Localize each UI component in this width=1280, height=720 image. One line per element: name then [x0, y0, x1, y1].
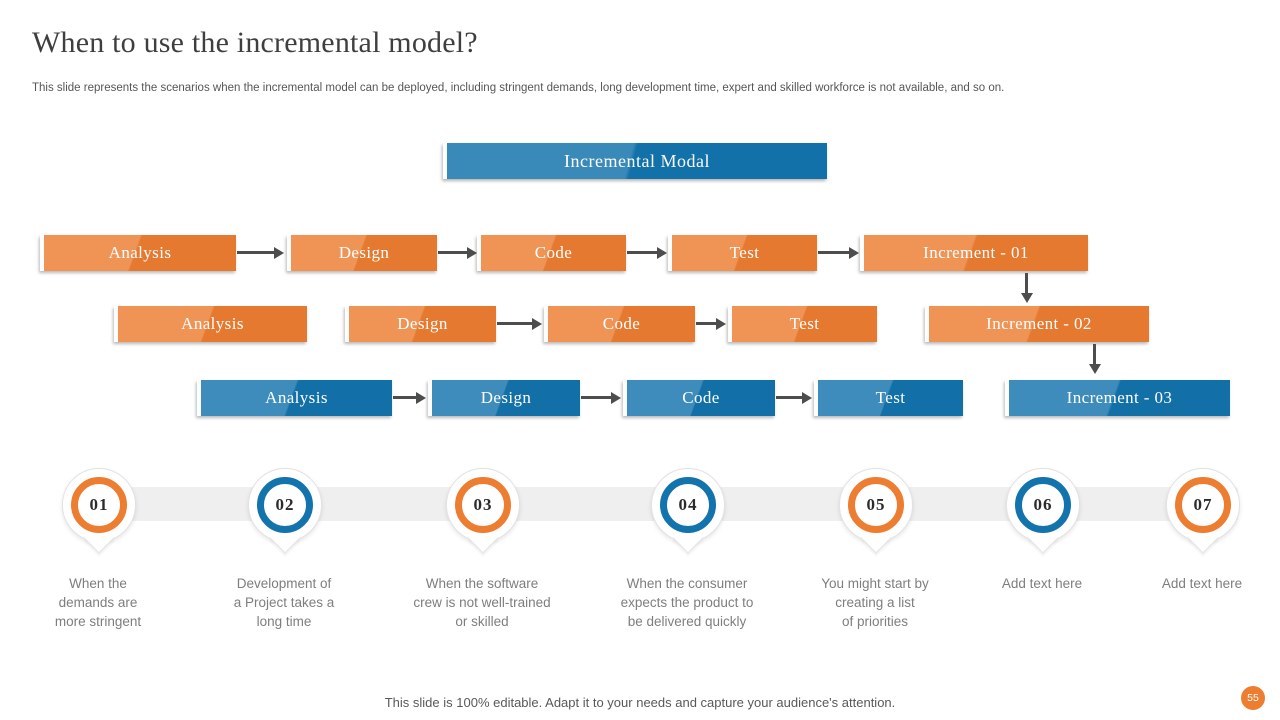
timeline-pin-ring: 07 [1175, 477, 1231, 533]
flow-box-design-1: Design [287, 235, 437, 271]
slide-subtitle: This slide represents the scenarios when… [32, 82, 1005, 94]
timeline-description: When the demands are more stringent [54, 576, 142, 629]
flow-box-test-3: Test [814, 380, 963, 416]
flow-box-design-2: Design [345, 306, 496, 342]
arrow-right-icon [237, 251, 275, 254]
timeline-pin-04: 04 [651, 468, 725, 542]
flow-box-design-3: Design [428, 380, 580, 416]
flow-box-increment-02: Increment - 02 [925, 306, 1149, 342]
page-number-badge: 55 [1241, 686, 1265, 710]
timeline-number: 01 [89, 495, 109, 514]
timeline-description: Development of a Project takes a long ti… [233, 576, 335, 629]
timeline-pin-ring: 04 [660, 477, 716, 533]
flow-box-test-1: Test [668, 235, 817, 271]
flow-box-label: Analysis [181, 314, 244, 333]
timeline-pin-ring: 02 [257, 477, 313, 533]
timeline-description: Add text here [1001, 576, 1083, 591]
banner-label: Incremental Modal [564, 150, 710, 171]
flow-box-label: Code [534, 243, 573, 262]
timeline-pin-05: 05 [839, 468, 913, 542]
arrow-right-icon [438, 251, 468, 254]
flow-box-label: Test [875, 388, 906, 407]
flow-box-analysis-3: Analysis [197, 380, 392, 416]
timeline-pin-ring: 06 [1015, 477, 1071, 533]
flow-box-label: Design [338, 243, 390, 262]
timeline-pin-06: 06 [1006, 468, 1080, 542]
flow-box-label: Increment - 03 [1066, 388, 1173, 407]
timeline-number: 07 [1193, 495, 1213, 514]
timeline-number: 06 [1033, 495, 1053, 514]
arrow-down-icon [1025, 273, 1028, 294]
flow-box-test-2: Test [728, 306, 877, 342]
arrow-down-icon [1093, 344, 1096, 365]
timeline-number: 05 [866, 495, 886, 514]
flow-box-label: Test [789, 314, 820, 333]
timeline-pin-03: 03 [446, 468, 520, 542]
flow-box-label: Increment - 02 [986, 314, 1092, 333]
flow-box-label: Test [729, 243, 760, 262]
timeline-pin-02: 02 [248, 468, 322, 542]
timeline-pin-ring: 01 [71, 477, 127, 533]
arrow-right-icon [581, 396, 612, 399]
slide-title: When to use the incremental model? [32, 26, 478, 59]
arrow-right-icon [497, 322, 533, 325]
timeline-description: Add text here [1161, 576, 1243, 591]
flow-box-increment-01: Increment - 01 [860, 235, 1088, 271]
flow-box-increment-03: Increment - 03 [1005, 380, 1230, 416]
arrow-right-icon [393, 396, 417, 399]
timeline-pin-01: 01 [62, 468, 136, 542]
arrow-right-icon [627, 251, 658, 254]
timeline-number: 03 [473, 495, 493, 514]
flow-box-label: Code [602, 314, 641, 333]
flow-box-label: Code [682, 388, 720, 407]
arrow-right-icon [696, 322, 717, 325]
flow-box-analysis-2: Analysis [114, 306, 307, 342]
timeline-pin-ring: 03 [455, 477, 511, 533]
flow-box-code-2: Code [544, 306, 695, 342]
footer-note: This slide is 100% editable. Adapt it to… [384, 695, 896, 710]
incremental-modal-banner: Incremental Modal [443, 143, 827, 179]
timeline-pin-ring: 05 [848, 477, 904, 533]
flow-box-code-1: Code [477, 235, 626, 271]
timeline-description: When the software crew is not well-train… [413, 576, 551, 629]
timeline-pin-07: 07 [1166, 468, 1240, 542]
flow-box-analysis-1: Analysis [40, 235, 236, 271]
flow-box-label: Analysis [108, 243, 172, 262]
flow-box-label: Increment - 01 [923, 243, 1029, 262]
timeline-number: 02 [275, 495, 295, 514]
timeline-description: When the consumer expects the product to… [620, 576, 754, 629]
timeline-description: You might start by creating a list of pr… [821, 576, 929, 629]
flow-box-code-3: Code [623, 380, 775, 416]
arrow-right-icon [818, 251, 850, 254]
flow-box-label: Analysis [265, 388, 328, 407]
arrow-right-icon [776, 396, 803, 399]
timeline-number: 04 [678, 495, 698, 514]
flow-box-label: Design [480, 388, 532, 407]
flow-box-label: Design [397, 314, 448, 333]
